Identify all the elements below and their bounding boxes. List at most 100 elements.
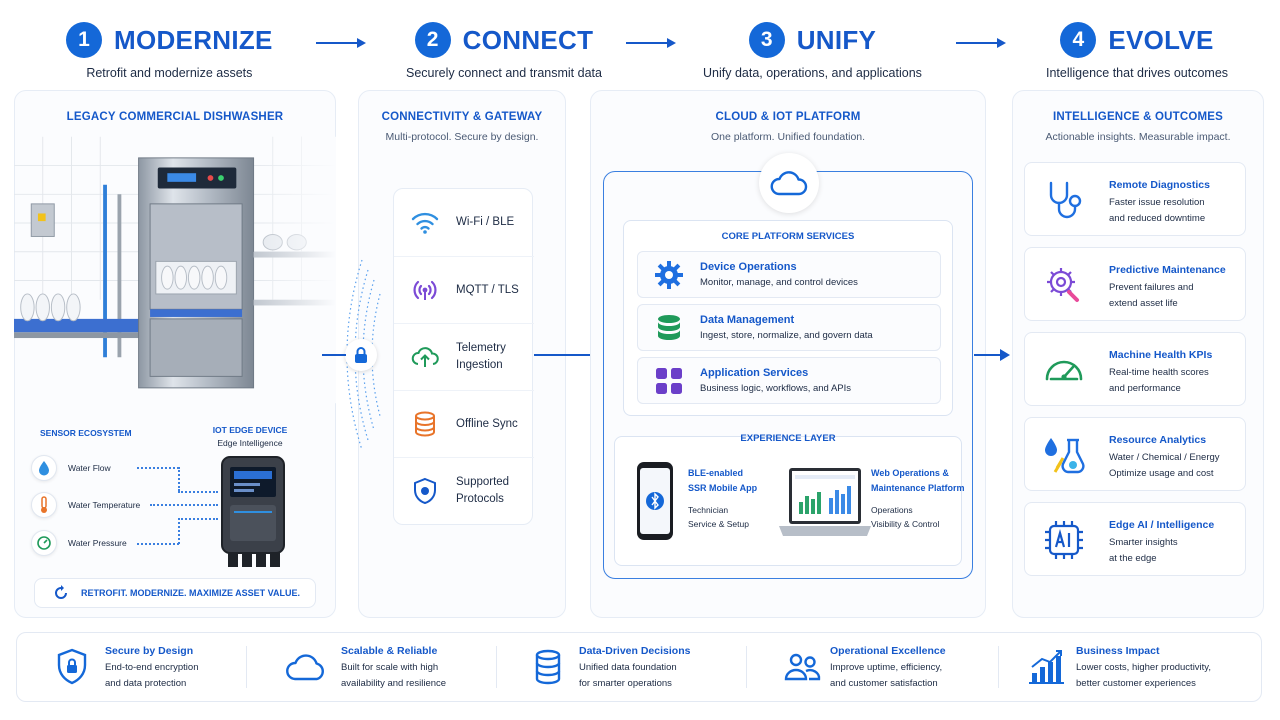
benefit-desc: Improve uptime, efficiency, xyxy=(830,662,943,673)
edge-device-title: IOT EDGE DEVICE xyxy=(212,425,288,435)
service-application-services: Application Services Business logic, wor… xyxy=(637,357,941,404)
outcome-desc: Optimize usage and cost xyxy=(1109,467,1214,479)
gear-wrench-icon xyxy=(1047,268,1079,302)
wifi-icon xyxy=(411,212,439,234)
gear-icon xyxy=(655,260,683,289)
sensor-connector xyxy=(178,491,218,493)
exp-name-line: SSR Mobile App xyxy=(688,483,758,493)
service-name: Data Management xyxy=(700,314,795,326)
step-subtitle: Retrofit and modernize assets xyxy=(86,66,253,80)
cloud-icon xyxy=(759,153,819,213)
outcome-name: Resource Analytics xyxy=(1109,434,1207,446)
benefit-desc: Lower costs, higher productivity, xyxy=(1076,662,1211,673)
exp-desc-line: Operations xyxy=(871,505,913,515)
benefit-desc: and data protection xyxy=(105,677,187,689)
water-drop-icon xyxy=(31,455,57,481)
sensor-connector xyxy=(137,467,179,469)
service-desc: Business logic, workflows, and APIs xyxy=(700,383,852,394)
shield-icon xyxy=(414,477,436,505)
conn-item-mqtt: MQTT / TLS xyxy=(394,256,534,323)
conn-item-wifi: Wi-Fi / BLE xyxy=(394,189,534,256)
cloud-icon xyxy=(286,654,324,681)
service-device-operations: Device Operations Monitor, manage, and c… xyxy=(637,251,941,298)
outcome-desc: extend asset life xyxy=(1109,297,1178,309)
step-subtitle: Securely connect and transmit data xyxy=(406,66,602,80)
outcome-resource-analytics: Resource Analytics Water / Chemical / En… xyxy=(1024,417,1246,491)
cloud-upload-icon xyxy=(411,347,439,367)
conn-label: Protocols xyxy=(456,493,504,505)
outcome-name: Machine Health KPIs xyxy=(1109,349,1213,361)
outcome-desc: Real-time health scores xyxy=(1109,367,1209,378)
flask-icon xyxy=(1045,438,1085,474)
panel-title: CLOUD & IOT PLATFORM xyxy=(715,111,861,123)
step-title: MODERNIZE xyxy=(114,24,273,55)
benefit-name: Data-Driven Decisions xyxy=(579,645,691,657)
flow-arrow xyxy=(316,36,366,50)
benefit-desc: better customer experiences xyxy=(1076,677,1196,689)
step-number: 4 xyxy=(1060,22,1097,58)
lock-icon xyxy=(345,339,377,371)
benefit-desc: End-to-end encryption xyxy=(105,662,199,673)
exp-desc-line: Service & Setup xyxy=(688,519,749,529)
panel-title: LEGACY COMMERCIAL DISHWASHER xyxy=(66,111,284,123)
sensor-connector xyxy=(137,543,179,545)
benefit-desc: and customer satisfaction xyxy=(830,677,938,689)
step-subtitle: Intelligence that drives outcomes xyxy=(1046,66,1229,80)
step-title: CONNECT xyxy=(462,24,594,55)
benefits-bar xyxy=(16,632,1262,702)
service-name: Application Services xyxy=(700,367,809,379)
laptop-illustration xyxy=(779,468,871,536)
benefit-desc: Unified data foundation xyxy=(579,662,677,673)
retrofit-tagline: RETROFIT. MODERNIZE. MAXIMIZE ASSET VALU… xyxy=(34,578,316,608)
benefit-name: Scalable & Reliable xyxy=(341,645,438,657)
gauge-icon xyxy=(1045,360,1083,381)
iot-edge-device-illustration xyxy=(221,456,285,567)
shield-lock-icon xyxy=(57,648,87,685)
step-unify: 3 UNIFY Unify data, operations, and appl… xyxy=(703,22,922,80)
outcome-desc: Smarter insights xyxy=(1109,537,1178,548)
divider xyxy=(246,646,247,688)
flow-connector xyxy=(974,354,1000,356)
divider xyxy=(998,646,999,688)
web-platform-name: Web Operations &Maintenance Platform xyxy=(871,466,965,496)
outcome-name: Remote Diagnostics xyxy=(1109,179,1210,191)
thermometer-icon xyxy=(31,492,57,518)
sensor-label: Water Temperature xyxy=(68,500,141,510)
sensor-water-temperature: Water Temperature xyxy=(31,492,140,518)
database-icon xyxy=(535,649,561,685)
exp-name-line: Maintenance Platform xyxy=(871,483,965,493)
sensor-label: Water Pressure xyxy=(68,538,127,548)
benefit-name: Operational Excellence xyxy=(830,645,946,657)
exp-name-line: BLE-enabled xyxy=(688,468,744,478)
core-services-title: CORE PLATFORM SERVICES xyxy=(721,231,855,242)
step-title: UNIFY xyxy=(796,24,877,55)
sensor-connector xyxy=(178,467,180,491)
conn-label: Telemetry xyxy=(456,342,506,354)
panel-subtitle: One platform. Unified foundation. xyxy=(710,131,866,143)
step-title: EVOLVE xyxy=(1108,24,1214,55)
flow-connector xyxy=(322,354,346,356)
conn-label: Supported xyxy=(456,476,510,488)
outcome-name: Predictive Maintenance xyxy=(1109,264,1226,276)
experience-layer-title: EXPERIENCE LAYER xyxy=(740,433,836,444)
refresh-icon xyxy=(55,585,67,599)
exp-desc-line: Technician xyxy=(688,505,729,515)
sensor-water-flow: Water Flow xyxy=(31,455,111,481)
sensor-ecosystem-title: SENSOR ECOSYSTEM xyxy=(40,428,132,438)
benefit-name: Secure by Design xyxy=(105,645,194,657)
service-desc: Ingest, store, normalize, and govern dat… xyxy=(700,330,873,341)
edge-device-subtitle: Edge Intelligence xyxy=(217,438,283,448)
service-desc: Monitor, manage, and control devices xyxy=(700,277,858,288)
panel-title: CONNECTIVITY & GATEWAY xyxy=(381,111,543,123)
benefit-desc: for smarter operations xyxy=(579,677,672,689)
app-grid-icon xyxy=(656,367,682,394)
conn-label: Wi-Fi / BLE xyxy=(456,216,515,228)
flow-arrow xyxy=(956,36,1006,50)
sensor-connector xyxy=(178,518,180,544)
